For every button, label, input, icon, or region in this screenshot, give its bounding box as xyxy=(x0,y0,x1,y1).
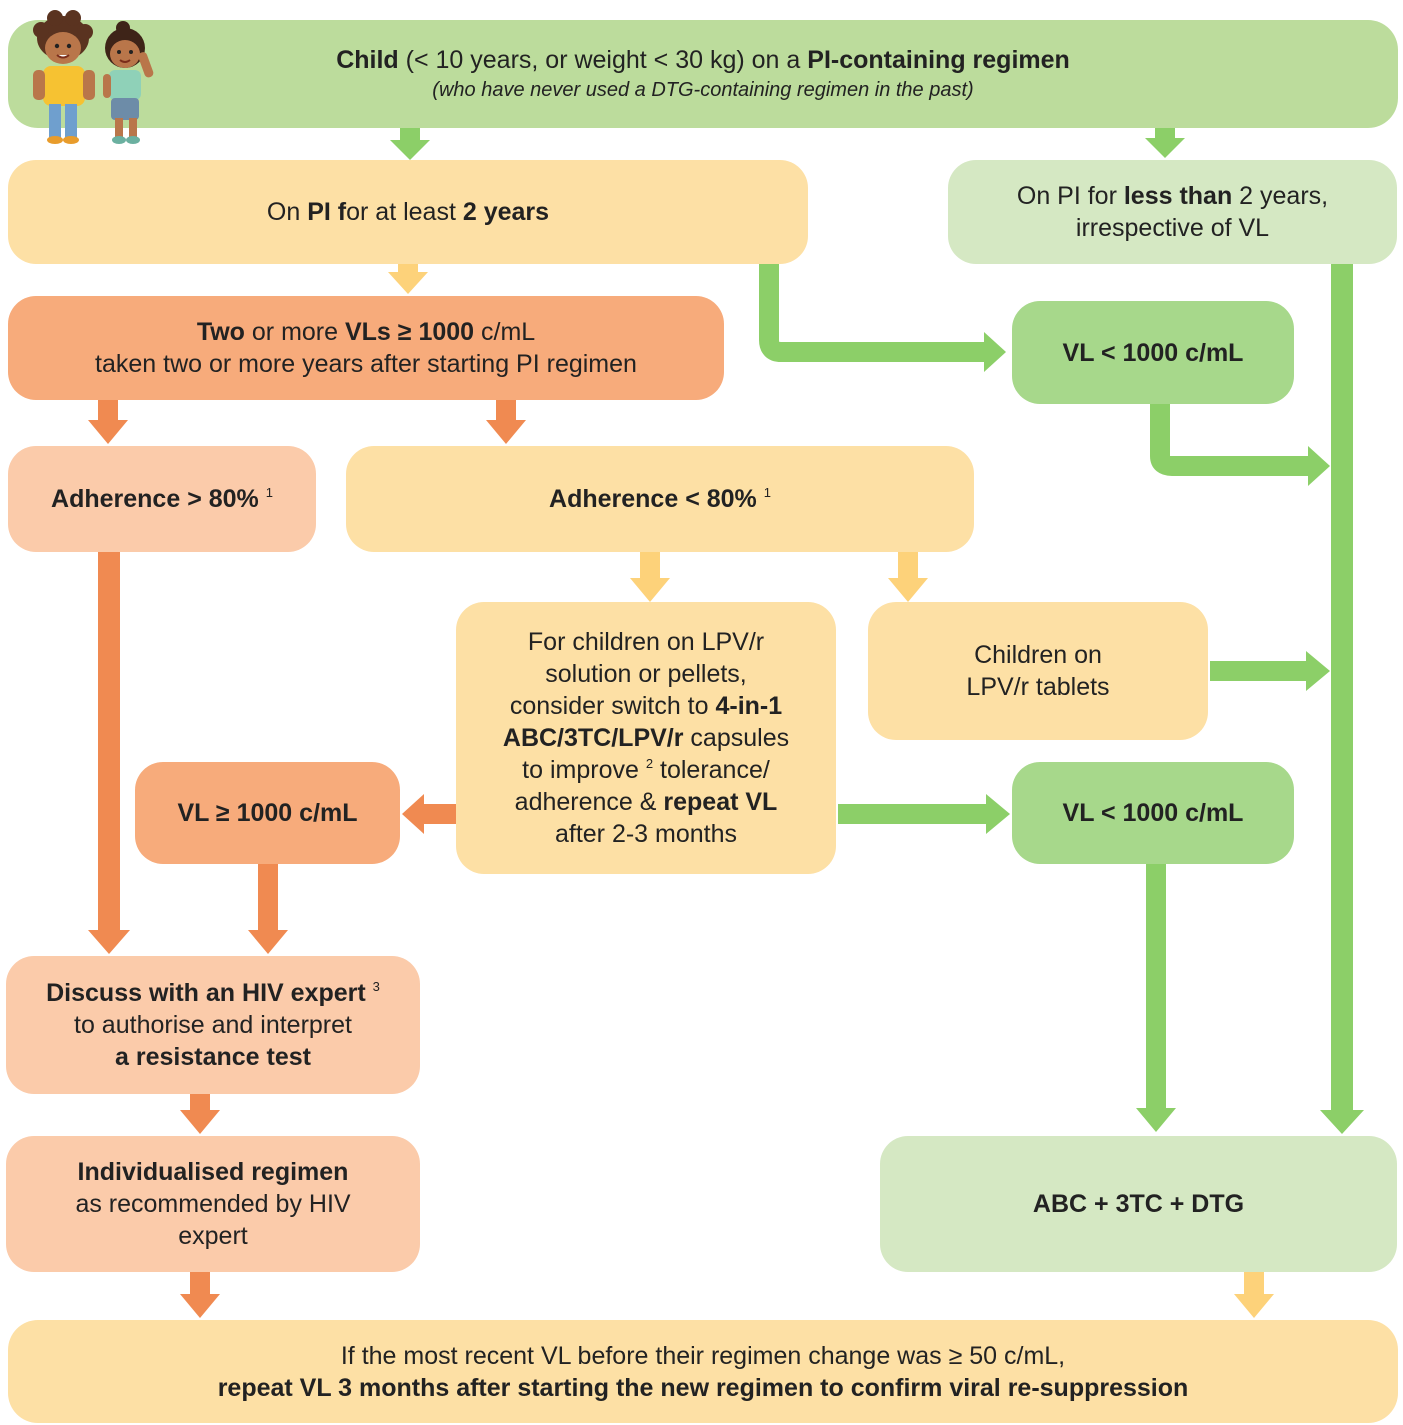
arrow-adhlo-to-tabs xyxy=(888,552,928,602)
arrow-lpv-to-vllow2 xyxy=(838,794,1010,834)
top-title: Child (< 10 years, or weight < 30 kg) on… xyxy=(336,46,1070,74)
lpv-line1: For children on LPV/r xyxy=(527,628,765,656)
hiv-expert-line2: to authorise and interpret xyxy=(74,1011,352,1039)
boy-figure xyxy=(33,10,95,144)
top-box-child-regimen: Child (< 10 years, or weight < 30 kg) on… xyxy=(8,20,1398,128)
adherence-below-80-text: Adherence < 80% 1 xyxy=(549,485,771,513)
adherence-above-80-text: Adherence > 80% 1 xyxy=(51,485,273,513)
vl-below-1000-text-top: VL < 1000 c/mL xyxy=(1062,338,1244,367)
abc-3tc-dtg-text: ABC + 3TC + DTG xyxy=(1032,1190,1245,1218)
arrow-piless-to-abc xyxy=(1320,264,1364,1134)
arrow-vllow1-to-line xyxy=(1150,404,1312,476)
two-vls-box: Two or more VLs ≥ 1000 c/mL taken two or… xyxy=(8,296,724,400)
arrow-vlhi-to-expert xyxy=(248,864,288,954)
arrow-adhhi-to-expert xyxy=(88,552,130,954)
pi-less-line1: On PI for less than 2 years, xyxy=(1016,182,1329,210)
arrow-lpv-to-vlhi xyxy=(402,794,458,834)
top-subtitle: (who have never used a DTG-containing re… xyxy=(432,79,974,101)
pi-less-two-years-box: On PI for less than 2 years, irrespectiv… xyxy=(948,160,1397,264)
arrow-pi2-to-twovl xyxy=(388,264,428,294)
lpv-line6: adherence & repeat VL xyxy=(514,788,778,816)
indiv-line1: Individualised regimen xyxy=(77,1158,349,1186)
arrow-vllow2-to-abc xyxy=(1136,864,1176,1132)
arrow-top-to-pi2 xyxy=(390,128,430,160)
vl-below-1000-box-top: VL < 1000 c/mL xyxy=(1012,301,1294,404)
vl-below-1000-text-bottom: VL < 1000 c/mL xyxy=(1062,799,1244,827)
lpv-tablets-line1: Children on xyxy=(974,641,1102,669)
lpv-tablets-line2: LPV/r tablets xyxy=(966,673,1110,701)
adherence-below-80-box: Adherence < 80% 1 xyxy=(346,446,974,552)
lpv-line2: solution or pellets, xyxy=(545,660,747,688)
children-illustration xyxy=(33,10,154,144)
bottom-line2: repeat VL 3 months after starting the ne… xyxy=(217,1373,1189,1402)
pi-two-years-text: On PI for at least 2 years xyxy=(266,198,550,226)
vl-above-1000-box: VL ≥ 1000 c/mL xyxy=(135,762,400,864)
individualised-regimen-box: Individualised regimen as recommended by… xyxy=(6,1136,420,1272)
bottom-repeat-vl-box: If the most recent VL before their regim… xyxy=(8,1320,1398,1423)
hiv-expert-line3: a resistance test xyxy=(115,1043,311,1071)
vl-below-1000-box-bottom: VL < 1000 c/mL xyxy=(1012,762,1294,864)
pi-less-line2: irrespective of VL xyxy=(1075,214,1270,242)
girl-figure xyxy=(103,21,154,144)
bottom-line1: If the most recent VL before their regim… xyxy=(340,1341,1066,1370)
indiv-line2: as recommended by HIV xyxy=(75,1190,351,1218)
arrow-tabs-to-line xyxy=(1210,651,1330,691)
abc-3tc-dtg-box: ABC + 3TC + DTG xyxy=(880,1136,1397,1272)
arrowhead-vllow1-line xyxy=(1308,446,1330,486)
arrow-top-to-piless xyxy=(1145,128,1185,158)
arrow-adhlo-to-lpv xyxy=(630,552,670,602)
lpv-line3: consider switch to 4-in-1 xyxy=(509,692,783,720)
lpv-line5: to improve 2 tolerance/ xyxy=(522,756,770,784)
lpv-tablets-box: Children on LPV/r tablets xyxy=(868,602,1208,740)
arrow-expert-to-indiv xyxy=(180,1094,220,1134)
arrow-twovl-to-adhlo xyxy=(486,400,526,444)
indiv-line3: expert xyxy=(178,1222,248,1250)
arrow-pi2-to-vllow xyxy=(759,264,986,362)
adherence-above-80-box: Adherence > 80% 1 xyxy=(8,446,316,552)
arrow-abc-to-bottom xyxy=(1234,1272,1274,1318)
two-vls-line2: taken two or more years after starting P… xyxy=(95,350,637,378)
lpv-line7: after 2-3 months xyxy=(554,820,738,848)
two-vls-line1: Two or more VLs ≥ 1000 c/mL xyxy=(196,318,536,346)
hiv-expert-box: Discuss with an HIV expert 3 to authoris… xyxy=(6,956,420,1094)
lpv-solution-switch-box: For children on LPV/r solution or pellet… xyxy=(456,602,836,874)
hiv-expert-line1: Discuss with an HIV expert 3 xyxy=(46,979,380,1007)
lpv-line4: ABC/3TC/LPV/r capsules xyxy=(502,724,790,752)
arrowhead-vllow1 xyxy=(984,332,1006,372)
arrow-twovl-to-adhhi xyxy=(88,400,128,444)
vl-above-1000-text: VL ≥ 1000 c/mL xyxy=(177,799,358,827)
pi-two-years-box: On PI for at least 2 years xyxy=(8,160,808,264)
arrow-indiv-to-bottom xyxy=(180,1272,220,1318)
